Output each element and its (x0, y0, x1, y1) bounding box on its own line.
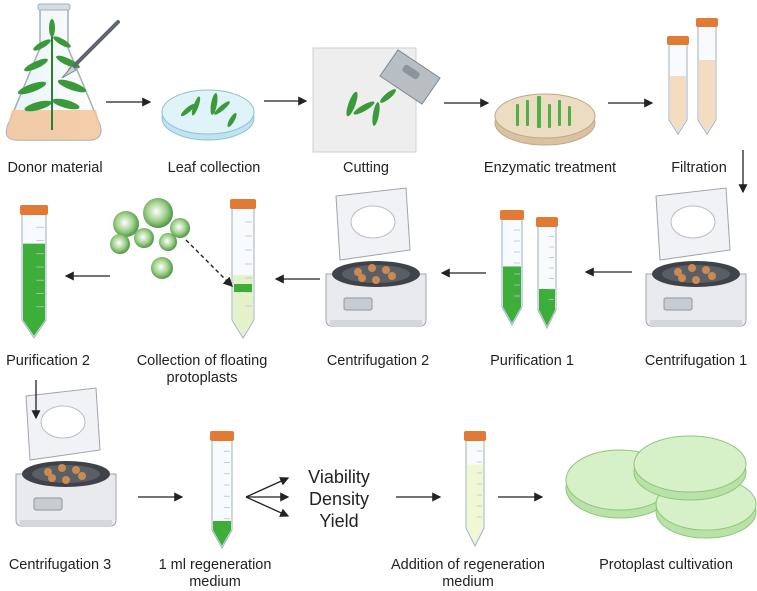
label-regeneration-2b: medium (442, 574, 494, 590)
centrifuge-1-icon (645, 187, 747, 327)
floating-protoplast-band (234, 284, 252, 292)
label-donor-material: Donor material (7, 160, 103, 176)
regeneration-tube-2-icon (464, 431, 486, 548)
label-centrifugation-3: Centrifugation 3 (8, 557, 112, 573)
label-regeneration-2: Addition of regeneration (391, 557, 545, 573)
centrifuge-2-icon (325, 187, 427, 327)
label-purification-1: Purification 1 (490, 353, 574, 369)
label-collection-floating-2: protoplasts (166, 370, 238, 386)
plant-icon (17, 19, 87, 130)
collection-tube-icon (230, 199, 256, 339)
filtration-tubes-icon (667, 18, 718, 135)
scalpel-icon (61, 20, 120, 79)
label-regeneration-1: 1 ml regeneration (158, 557, 272, 573)
flow-arrows (31, 96, 748, 517)
protoplast-cluster-icon (110, 198, 190, 279)
label-centrifugation-2: Centrifugation 2 (326, 353, 430, 369)
enzyme-dish-icon (494, 93, 596, 146)
label-cutting: Cutting (343, 160, 389, 176)
petri-dish-leaves-icon (161, 89, 255, 141)
petri-dishes-stack-icon (565, 435, 757, 539)
label-collection-floating-1: Collection of floating (136, 353, 268, 369)
purification-1-tube-b-icon (536, 217, 558, 330)
razor-blade-icon (379, 49, 441, 105)
label-enzymatic-treatment: Enzymatic treatment (483, 160, 617, 176)
purification-1-tube-a-icon (500, 210, 524, 327)
label-purification-2: Purification 2 (6, 353, 90, 369)
label-leaf-collection: Leaf collection (167, 160, 261, 176)
label-filtration: Filtration (671, 160, 727, 176)
dashed-arrow (185, 239, 233, 287)
label-centrifugation-1: Centrifugation 1 (644, 353, 748, 369)
purification-2-tube-icon (20, 205, 48, 339)
regeneration-tube-1-icon (210, 431, 234, 550)
metric-density: Density (308, 489, 370, 509)
metric-viability: Viability (308, 467, 370, 487)
centrifuge-3-icon (15, 387, 117, 527)
label-protoplast-cultivation: Protoplast cultivation (599, 557, 733, 573)
metric-yield: Yield (319, 511, 359, 531)
label-regeneration-1b: medium (189, 574, 241, 590)
